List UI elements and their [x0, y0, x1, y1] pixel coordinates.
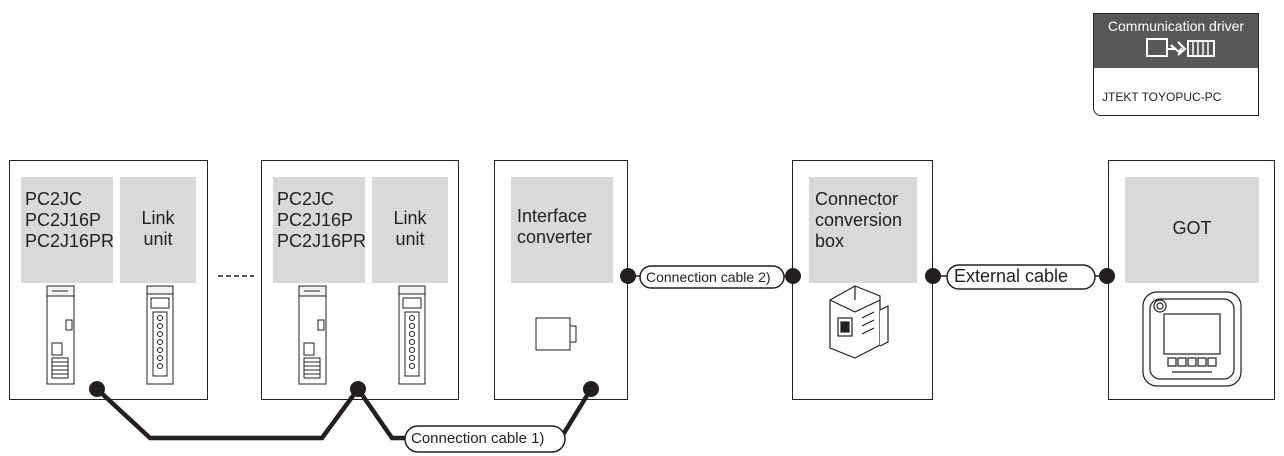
connector-conversion-label: Connector conversion box — [815, 189, 903, 251]
connection-cable-2-label: Connection cable 2) — [646, 269, 771, 285]
got-panel — [1125, 177, 1259, 283]
link-unit-panel-1 — [120, 177, 196, 283]
external-cable-label: External cable — [954, 266, 1069, 286]
link-unit-label-2: Link unit — [393, 208, 427, 249]
connection-point-dot — [925, 268, 941, 284]
connection-cable-1-label: Connection cable 1) — [411, 430, 545, 447]
plc-cpu-icon — [298, 285, 327, 385]
plc-models-panel-2 — [273, 177, 365, 283]
plc-models-label-2: PC2JC PC2J16P PC2J16PR — [277, 189, 367, 251]
connection-point-dot — [785, 268, 801, 284]
connection-point-dot — [89, 381, 105, 397]
communication-driver-box: Communication driver JTEKT TOYOPUC-PC — [1093, 13, 1259, 116]
interface-converter-panel — [511, 177, 613, 283]
connection-point-dot — [620, 268, 636, 284]
driver-title: Communication driver — [1107, 18, 1245, 34]
cable-1-label-frame — [404, 425, 566, 453]
pc-to-plc-icon — [1146, 38, 1215, 57]
link-unit-label-1: Link unit — [141, 208, 175, 249]
connection-point-dot — [583, 381, 599, 397]
driver-name: JTEKT TOYOPUC-PC — [1102, 90, 1222, 104]
plc-models-label-1: PC2JC PC2J16P PC2J16PR — [25, 189, 115, 251]
external-cable-label-frame — [946, 264, 1096, 290]
plc-cpu-icon — [46, 285, 75, 385]
connection-point-dot — [350, 381, 366, 397]
connection-point-dot — [1099, 268, 1115, 284]
got-label: GOT — [1172, 218, 1212, 238]
connector-box-icon — [829, 285, 889, 359]
interface-converter-icon — [535, 317, 577, 351]
interface-converter-label: Interface converter — [517, 206, 593, 247]
link-unit-icon — [398, 285, 426, 385]
plc-models-panel-1 — [21, 177, 113, 283]
cable-2-label-frame — [639, 265, 785, 289]
connector-conversion-panel — [809, 177, 917, 283]
got-terminal-icon — [1142, 291, 1242, 387]
link-unit-panel-2 — [372, 177, 448, 283]
link-unit-icon — [146, 285, 174, 385]
driver-header: Communication driver — [1094, 14, 1258, 68]
